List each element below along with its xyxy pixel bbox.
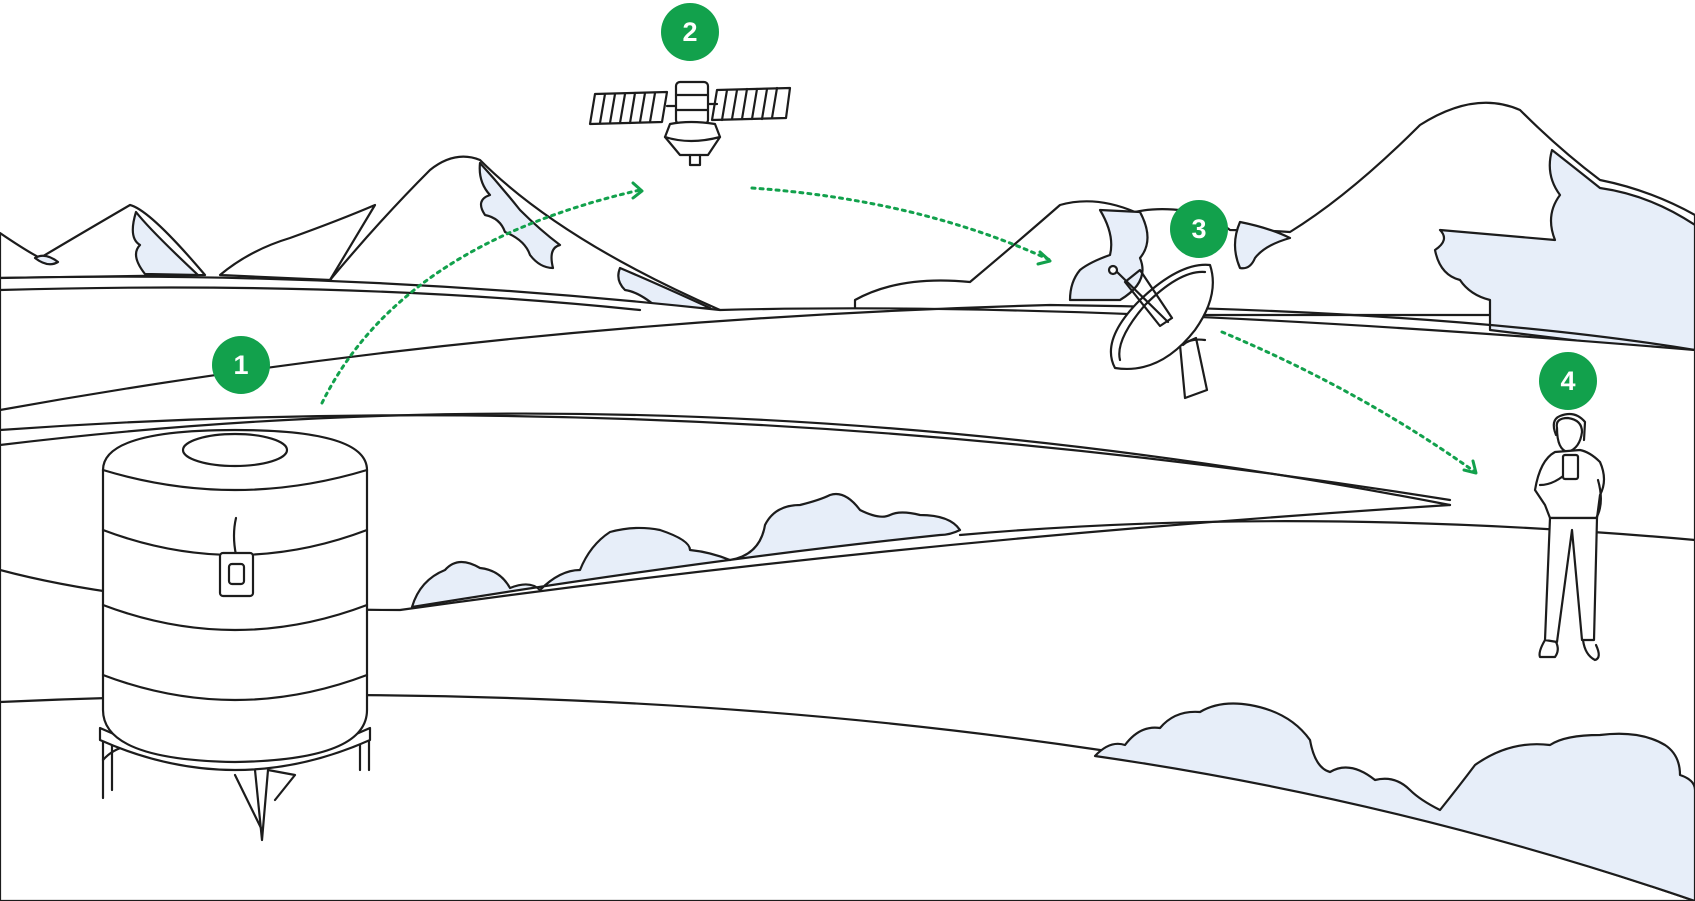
step-badge-3: 3	[1170, 200, 1228, 258]
step-badge-4: 4	[1539, 352, 1597, 410]
step-number: 2	[682, 16, 698, 47]
arrowhead-1	[631, 181, 644, 200]
arrow-station-to-person	[1220, 330, 1477, 474]
water-tank-sensor-icon	[98, 428, 372, 842]
step-number: 4	[1560, 365, 1576, 396]
step-badge-2: 2	[661, 3, 719, 61]
arrow-tank-to-satellite	[320, 188, 642, 405]
satellite-icon	[588, 80, 792, 167]
step-badge-1: 1	[212, 336, 270, 394]
arrowhead-3	[1462, 459, 1478, 475]
step-number: 1	[233, 349, 249, 380]
arrow-satellite-to-station	[750, 186, 1052, 262]
mountain-center	[328, 155, 722, 314]
data-flow-arrows	[320, 181, 1478, 475]
person-with-phone-icon	[1533, 412, 1606, 662]
step-number: 3	[1191, 213, 1207, 244]
bush-middle	[410, 492, 962, 609]
mountain-range-left	[0, 203, 377, 282]
mountain-range-right	[853, 101, 1695, 357]
arrowhead-2	[1036, 250, 1052, 266]
ground-station-dish-icon	[1107, 263, 1214, 400]
